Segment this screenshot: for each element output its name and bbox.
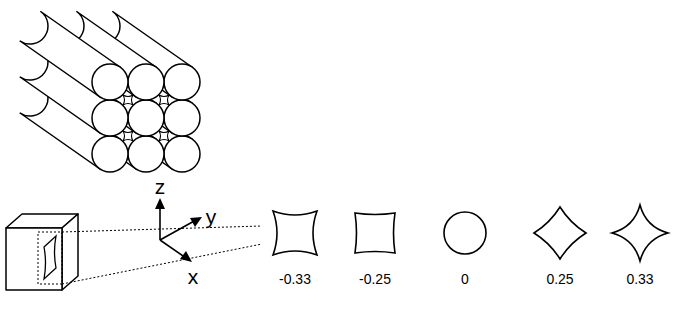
cube bbox=[6, 214, 78, 290]
axis-arrowheads bbox=[155, 198, 202, 262]
cylinder-end bbox=[92, 100, 128, 136]
shape-value: -0.33 bbox=[279, 272, 311, 286]
section-shapes bbox=[273, 205, 668, 261]
interstitial-gap bbox=[123, 95, 133, 105]
shape-value: 0 bbox=[461, 272, 469, 286]
interstitial-gap bbox=[159, 131, 169, 141]
cylinder-end bbox=[128, 64, 164, 100]
interstitial-gap bbox=[123, 131, 133, 141]
axes bbox=[160, 205, 196, 258]
cylinder-end bbox=[164, 64, 200, 100]
cylinder-end bbox=[92, 136, 128, 172]
interstitial-gap bbox=[159, 95, 169, 105]
shape-value: 0.33 bbox=[626, 272, 653, 286]
cylinder-bundle bbox=[20, 11, 200, 172]
cylinder-end bbox=[164, 100, 200, 136]
shape-value: -0.25 bbox=[359, 272, 391, 286]
zoom-box bbox=[38, 232, 62, 284]
axis-label: x bbox=[188, 266, 199, 287]
axis-label: z bbox=[155, 176, 166, 197]
cylinder-end bbox=[92, 64, 128, 100]
cylinder-end bbox=[164, 136, 200, 172]
cylinder-end bbox=[128, 100, 164, 136]
shape-value: 0.25 bbox=[546, 272, 573, 286]
cube-section bbox=[44, 236, 56, 279]
zoom-lines bbox=[62, 226, 262, 284]
axis-label: y bbox=[206, 206, 217, 227]
cylinder-end bbox=[128, 136, 164, 172]
